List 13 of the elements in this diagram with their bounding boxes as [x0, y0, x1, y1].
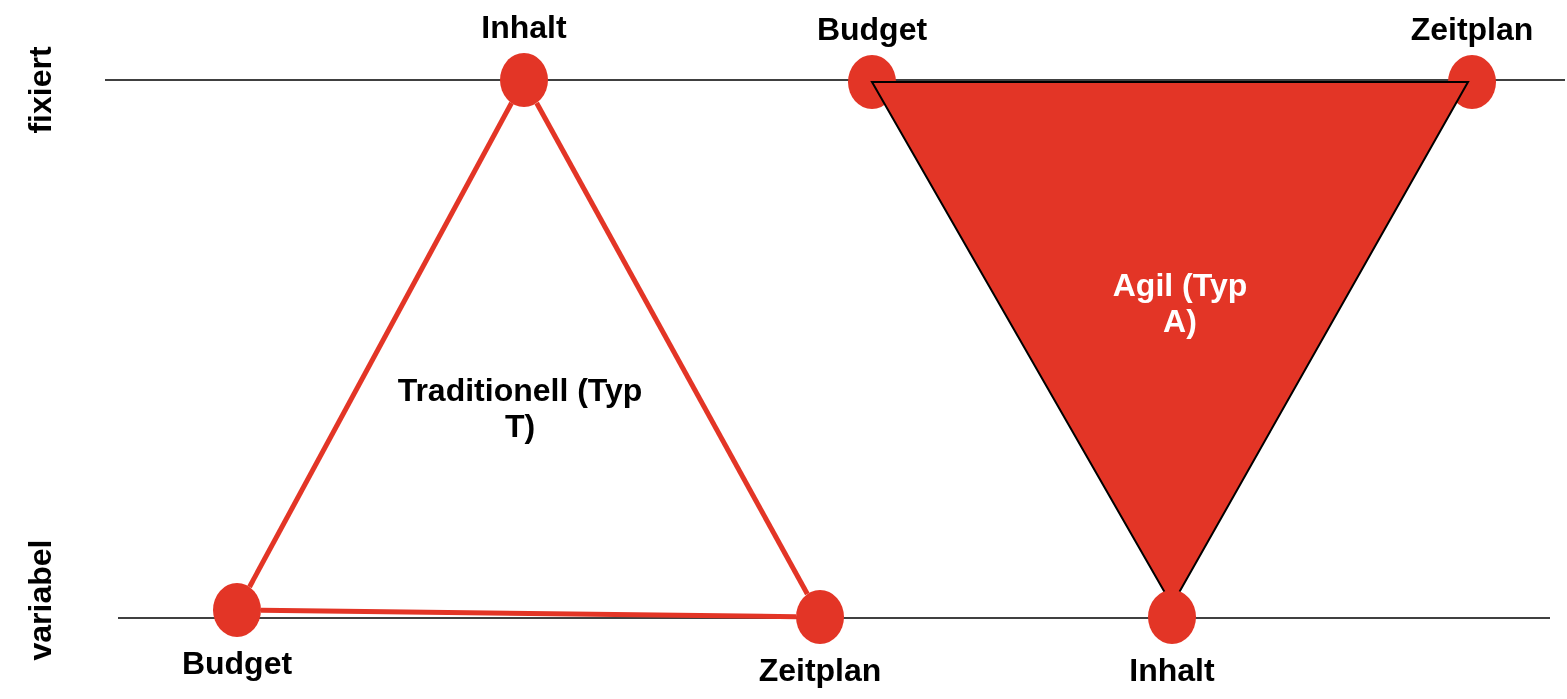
corner-label: Zeitplan	[1410, 11, 1534, 47]
axis-label: fixiert	[22, 46, 58, 134]
connector-line	[247, 101, 514, 589]
connector-line	[534, 101, 810, 596]
triangle-label: Agil (Typ A)	[1111, 267, 1249, 339]
axis-label: variabel	[22, 539, 58, 661]
corner-label: Inhalt	[1129, 652, 1215, 688]
connector-line	[260, 607, 797, 620]
corner-label: Zeitplan	[758, 652, 882, 688]
corner-label: Inhalt	[481, 9, 567, 45]
corner-label: Budget	[816, 11, 928, 47]
triangle-label: Traditionell (Typ T)	[396, 372, 644, 444]
corner-label: Budget	[181, 645, 293, 681]
